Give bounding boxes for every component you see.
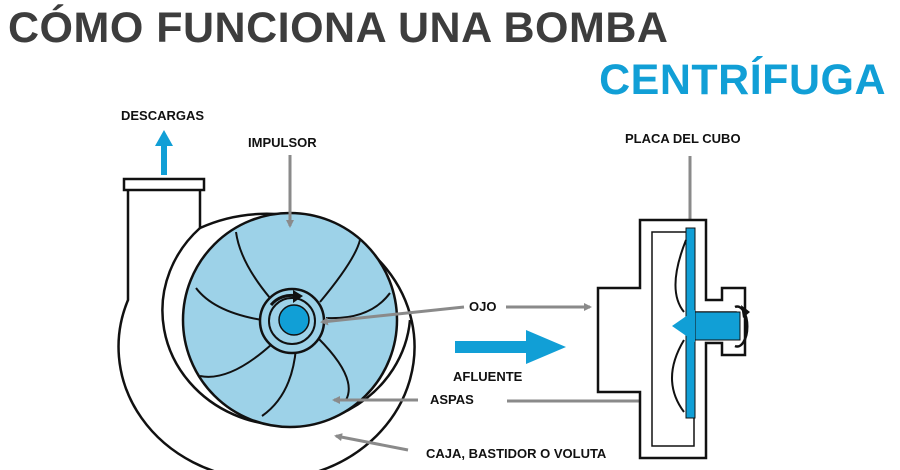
eye-center xyxy=(278,304,310,336)
section-vane-bottom xyxy=(671,339,685,413)
section-vane-top xyxy=(674,239,687,313)
label-descargas: DESCARGAS xyxy=(121,108,205,123)
label-caja: CAJA, BASTIDOR O VOLUTA xyxy=(426,446,607,461)
label-placa-del-cubo: PLACA DEL CUBO xyxy=(625,131,741,146)
ojo-leader-left xyxy=(320,305,465,326)
pump-cross-section xyxy=(596,218,747,460)
label-afluente: AFLUENTE xyxy=(453,369,523,384)
impeller-vanes xyxy=(195,231,391,417)
shaft-rotation-icon xyxy=(734,305,749,348)
label-ojo: OJO xyxy=(469,299,497,314)
discharge-arrow xyxy=(155,130,173,175)
label-aspas: ASPAS xyxy=(430,392,474,407)
title-line-2: CENTRÍFUGA xyxy=(599,56,886,104)
caja-leader xyxy=(334,433,409,452)
shaft xyxy=(694,311,741,341)
inflow-arrow xyxy=(455,330,566,364)
title-line-1: CÓMO FUNCIONA UNA BOMBA xyxy=(8,4,669,52)
label-impulsor: IMPULSOR xyxy=(248,135,317,150)
discharge-flange xyxy=(122,177,206,192)
